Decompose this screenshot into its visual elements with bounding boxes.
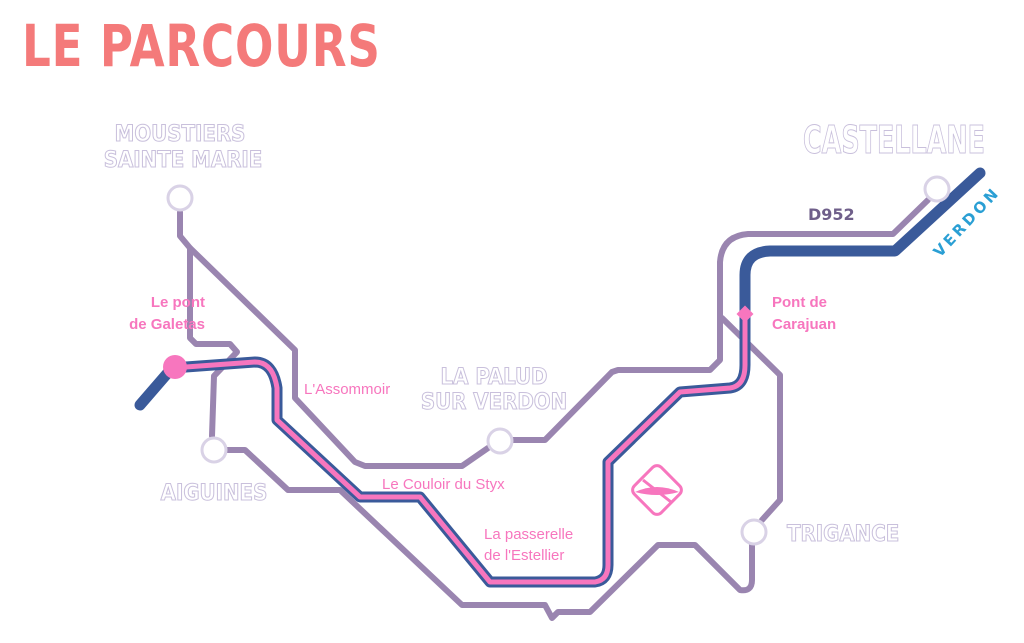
road-moustiers-palud	[187, 245, 491, 469]
town-label-palud-2: SUR VERDON	[421, 390, 567, 415]
end-marker-carajuan[interactable]	[736, 305, 754, 323]
spot-label-estellier: La passerelle	[484, 526, 573, 543]
town-label-moustiers: MOUSTIERS	[115, 122, 246, 147]
road-label-d952: D952	[808, 205, 855, 224]
station-castellane[interactable]	[923, 175, 951, 203]
station-moustiers[interactable]	[166, 184, 194, 212]
spot-label-assommoir: L'Assommoir	[304, 381, 390, 398]
road-south	[222, 447, 755, 621]
start-marker-galetas[interactable]	[163, 355, 187, 379]
spot-label-galetas: Le pont	[151, 294, 205, 311]
spot-label-galetas-2: de Galetas	[129, 316, 205, 333]
station-aiguines[interactable]	[200, 436, 228, 464]
town-label-trigance: TRIGANCE	[787, 522, 899, 547]
town-label-moustiers-2: SAINTE MARIE	[104, 148, 263, 173]
town-label-castellane: CASTELLANE	[803, 118, 985, 162]
kayak-icon	[631, 464, 683, 516]
kayak-route	[171, 315, 748, 585]
spot-label-carajuan-2: Carajuan	[772, 316, 836, 333]
station-trigance[interactable]	[740, 518, 768, 546]
spot-label-estellier-2: de l'Estellier	[484, 547, 564, 564]
road-trigance	[719, 315, 783, 523]
page-title: LE PARCOURS	[22, 12, 381, 80]
town-label-aiguines: AIGUINES	[161, 481, 268, 506]
spot-label-carajuan: Pont de	[772, 294, 827, 311]
road-d952	[510, 197, 931, 443]
town-label-palud: LA PALUD	[441, 365, 548, 390]
spot-label-styx: Le Couloir du Styx	[382, 476, 505, 493]
station-palud[interactable]	[486, 427, 514, 455]
